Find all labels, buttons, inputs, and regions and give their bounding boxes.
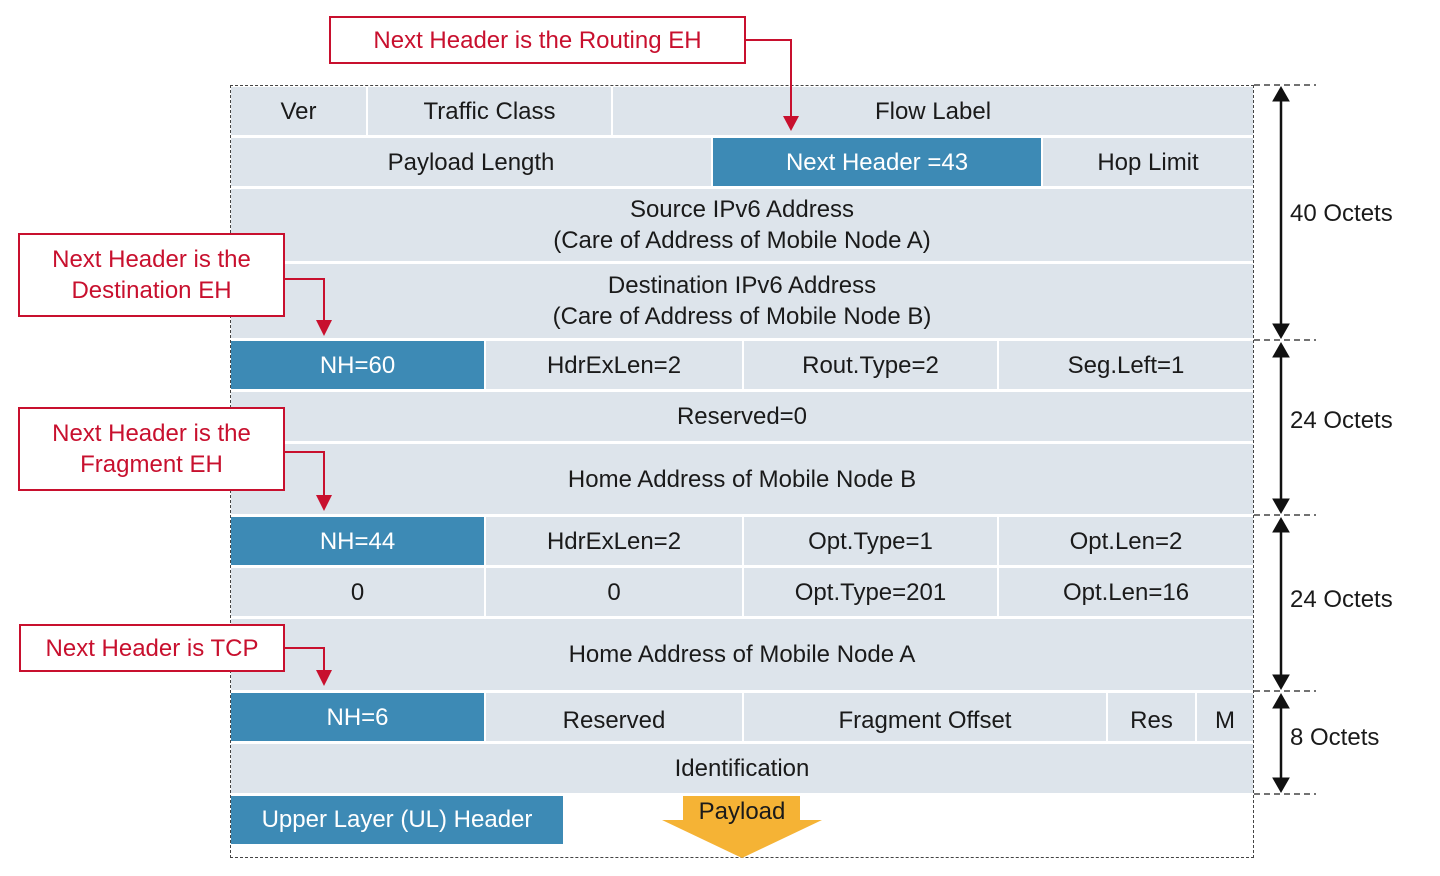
flow-label-field: Flow Label <box>613 87 1253 135</box>
tcp-callout-text: Next Header is TCP <box>45 634 259 662</box>
destination-callout-line2: Destination EH <box>71 277 232 304</box>
home-address-b-field: Home Address of Mobile Node B <box>231 444 1253 514</box>
destination-callout-line1: Next Header is the <box>52 246 251 273</box>
routing-hdrexlen-field: HdrExLen=2 <box>486 341 742 389</box>
opt-type-201-field: Opt.Type=201 <box>744 568 997 616</box>
routing-size-label: 24 Octets <box>1290 407 1393 434</box>
source-address-field: Source IPv6 Address (Care of Address of … <box>231 189 1253 261</box>
hop-limit-label: Hop Limit <box>1097 148 1199 176</box>
m-flag-field: M <box>1197 693 1253 741</box>
routing-type-label: Rout.Type=2 <box>802 351 939 379</box>
padding-zero-a-field: 0 <box>231 568 484 616</box>
hop-limit-field: Hop Limit <box>1043 138 1253 186</box>
routing-callout: Next Header is the Routing EH <box>329 16 746 64</box>
routing-reserved-label: Reserved=0 <box>676 403 808 430</box>
fragment-reserved-label: Reserved <box>562 706 666 734</box>
padding-zero-b-label: 0 <box>607 578 621 606</box>
fragment-connector <box>284 451 325 497</box>
opt-len-16-field: Opt.Len=16 <box>999 568 1253 616</box>
destination-connector <box>284 278 325 322</box>
fragment-callout-line2: Fragment EH <box>80 451 223 478</box>
fragment-nh-field: NH=6 <box>231 693 484 741</box>
routing-nh-label: NH=60 <box>319 351 396 379</box>
flow-label-label: Flow Label <box>874 97 992 125</box>
upper-layer-header-label: Upper Layer (UL) Header <box>261 806 533 833</box>
traffic-class-field: Traffic Class <box>368 87 611 135</box>
next-header-label: Next Header =43 <box>785 148 969 176</box>
destination-address-field: Destination IPv6 Address (Care of Addres… <box>231 264 1253 338</box>
home-address-a-field: Home Address of Mobile Node A <box>231 619 1253 690</box>
identification-label: Identification <box>674 755 810 782</box>
padding-zero-b-field: 0 <box>486 568 742 616</box>
fragment-offset-label: Fragment Offset <box>838 706 1012 734</box>
routing-connector <box>746 39 792 118</box>
res-label: Res <box>1130 706 1173 734</box>
identification-field: Identification <box>231 744 1253 793</box>
destination-callout: Next Header is the Destination EH <box>18 233 285 317</box>
res-field: Res <box>1108 693 1195 741</box>
tcp-connector <box>284 647 325 672</box>
fragment-nh-label: NH=6 <box>326 703 389 731</box>
fragment-reserved-field: Reserved <box>486 693 742 741</box>
destination-address-line2: (Care of Address of Mobile Node B) <box>552 303 932 330</box>
routing-nh-field: NH=60 <box>231 341 484 389</box>
destination-size-label: 24 Octets <box>1290 586 1393 613</box>
fragment-callout: Next Header is the Fragment EH <box>18 407 285 491</box>
opt-type-1-label: Opt.Type=1 <box>808 527 933 555</box>
payload-length-field: Payload Length <box>231 138 711 186</box>
routing-type-field: Rout.Type=2 <box>744 341 997 389</box>
fragment-size-label: 8 Octets <box>1290 724 1380 751</box>
home-address-b-label: Home Address of Mobile Node B <box>567 465 917 493</box>
source-address-line1: Source IPv6 Address <box>629 196 855 223</box>
destination-address-line1: Destination IPv6 Address <box>607 272 877 299</box>
opt-len-16-label: Opt.Len=16 <box>1062 578 1190 606</box>
upper-layer-header: Upper Layer (UL) Header <box>231 796 563 844</box>
routing-callout-text: Next Header is the Routing EH <box>373 26 702 54</box>
opt-type-201-label: Opt.Type=201 <box>794 578 947 606</box>
segments-left-field: Seg.Left=1 <box>999 341 1253 389</box>
next-header-field: Next Header =43 <box>713 138 1041 186</box>
octet-guides <box>1254 84 1316 795</box>
tcp-callout: Next Header is TCP <box>19 624 285 672</box>
octet-arrows <box>1272 85 1290 794</box>
payload-length-label: Payload Length <box>387 148 555 176</box>
payload-label: Payload <box>698 798 786 825</box>
destination-hdrexlen-field: HdrExLen=2 <box>486 517 742 565</box>
destination-nh-field: NH=44 <box>231 517 484 565</box>
m-flag-label: M <box>1215 706 1235 734</box>
opt-type-1-field: Opt.Type=1 <box>744 517 997 565</box>
segments-left-label: Seg.Left=1 <box>1067 351 1185 379</box>
opt-len-2-field: Opt.Len=2 <box>999 517 1253 565</box>
ipv6-size-label: 40 Octets <box>1290 200 1393 227</box>
opt-len-2-label: Opt.Len=2 <box>1069 527 1183 555</box>
payload-arrow-icon <box>662 796 822 858</box>
routing-hdrexlen-label: HdrExLen=2 <box>546 351 682 379</box>
routing-reserved-field: Reserved=0 <box>231 392 1253 441</box>
traffic-class-label: Traffic Class <box>423 97 556 125</box>
fragment-offset-field: Fragment Offset <box>744 693 1106 741</box>
source-address-line2: (Care of Address of Mobile Node A) <box>553 227 931 254</box>
home-address-a-label: Home Address of Mobile Node A <box>568 641 916 668</box>
destination-nh-label: NH=44 <box>319 527 396 555</box>
ver-label: Ver <box>280 97 317 125</box>
fragment-callout-line1: Next Header is the <box>52 420 251 447</box>
destination-hdrexlen-label: HdrExLen=2 <box>546 527 682 555</box>
ver-field: Ver <box>231 87 366 135</box>
padding-zero-a-label: 0 <box>350 578 365 606</box>
